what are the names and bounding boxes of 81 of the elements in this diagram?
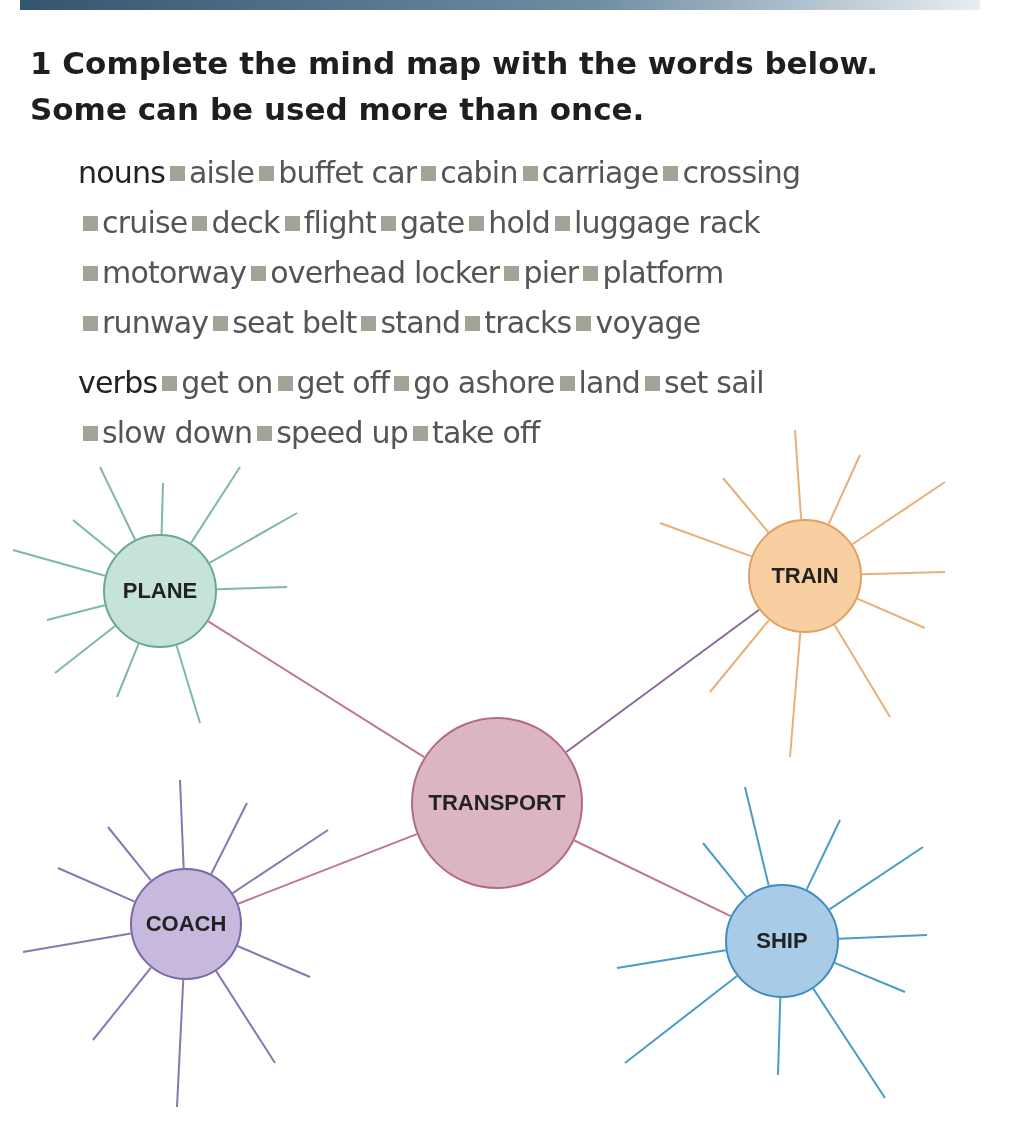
spoke-line: [215, 970, 276, 1064]
word-option: speed up: [276, 415, 408, 450]
spoke-line: [805, 819, 841, 891]
spoke-line: [175, 644, 201, 724]
word-option: get on: [181, 365, 273, 400]
word-option: set sail: [664, 365, 764, 400]
word-option: seat belt: [232, 305, 357, 340]
spoke-line: [744, 786, 770, 887]
spoke-line: [616, 949, 727, 969]
word-option: cruise: [102, 205, 188, 240]
spoke-line: [215, 586, 288, 591]
spoke-line: [624, 974, 738, 1064]
spoke-line: [833, 623, 891, 718]
category-label: nouns: [78, 155, 166, 190]
spoke-line: [833, 961, 906, 993]
spoke-line: [57, 867, 136, 903]
spoke-line: [72, 519, 117, 556]
spoke-line: [12, 549, 107, 577]
word-option: crossing: [682, 155, 801, 190]
connector-line: [237, 833, 418, 905]
spoke-line: [54, 625, 117, 674]
spoke-line: [812, 987, 886, 1099]
spoke-line: [189, 466, 241, 545]
spoke-line: [208, 512, 298, 564]
spoke-line: [851, 481, 946, 546]
spoke-line: [702, 842, 748, 898]
word-option: land: [578, 365, 641, 400]
word-option: get off: [296, 365, 390, 400]
spoke-line: [856, 597, 926, 629]
connector-line: [573, 839, 732, 918]
spoke-line: [722, 477, 770, 534]
spoke-line: [231, 829, 329, 895]
spoke-line: [210, 802, 248, 875]
topic-circle: TRAIN: [748, 519, 862, 633]
topic-circle: TRANSPORT: [411, 717, 583, 889]
word-option: platform: [602, 255, 724, 290]
category-label: verbs: [78, 365, 158, 400]
word-option: stand: [380, 305, 461, 340]
spoke-line: [92, 966, 152, 1041]
spoke-line: [828, 846, 924, 911]
spoke-line: [22, 932, 132, 953]
word-option: take off: [431, 415, 540, 450]
word-option: carriage: [541, 155, 659, 190]
word-option: cabin: [440, 155, 518, 190]
word-option: aisle: [189, 155, 255, 190]
word-option: motorway: [102, 255, 247, 290]
topic-circle: SHIP: [725, 884, 839, 998]
word-option: pier: [523, 255, 579, 290]
word-option: voyage: [595, 305, 701, 340]
word-option: slow down: [102, 415, 253, 450]
spoke-line: [107, 826, 152, 882]
word-option: overhead locker: [270, 255, 500, 290]
instruction-heading: 1 Complete the mind map with the words below. Some can be used more than once.: [30, 44, 879, 129]
word-option: flight: [303, 205, 376, 240]
spoke-line: [236, 945, 311, 978]
spoke-line: [709, 619, 770, 693]
spoke-line: [861, 571, 946, 576]
word-option: gate: [399, 205, 465, 240]
spoke-line: [789, 631, 802, 758]
topic-circle: PLANE: [103, 534, 217, 648]
spoke-line: [179, 779, 185, 870]
connector-line: [207, 620, 426, 759]
spoke-line: [116, 642, 140, 698]
connector-line: [565, 608, 761, 753]
word-option: hold: [488, 205, 550, 240]
spoke-line: [777, 996, 782, 1076]
word-option: buffet car: [278, 155, 417, 190]
word-option: luggage rack: [573, 205, 760, 240]
spoke-line: [837, 934, 928, 940]
word-option: deck: [211, 205, 280, 240]
spoke-line: [794, 429, 803, 521]
spoke-line: [827, 454, 861, 526]
spoke-line: [99, 466, 137, 541]
spoke-line: [160, 482, 164, 535]
word-option: tracks: [484, 305, 572, 340]
word-option: go ashore: [413, 365, 555, 400]
spoke-line: [46, 604, 106, 621]
word-option: runway: [102, 305, 209, 340]
spoke-line: [176, 978, 185, 1108]
topic-circle: COACH: [130, 868, 242, 980]
spoke-line: [659, 522, 753, 558]
